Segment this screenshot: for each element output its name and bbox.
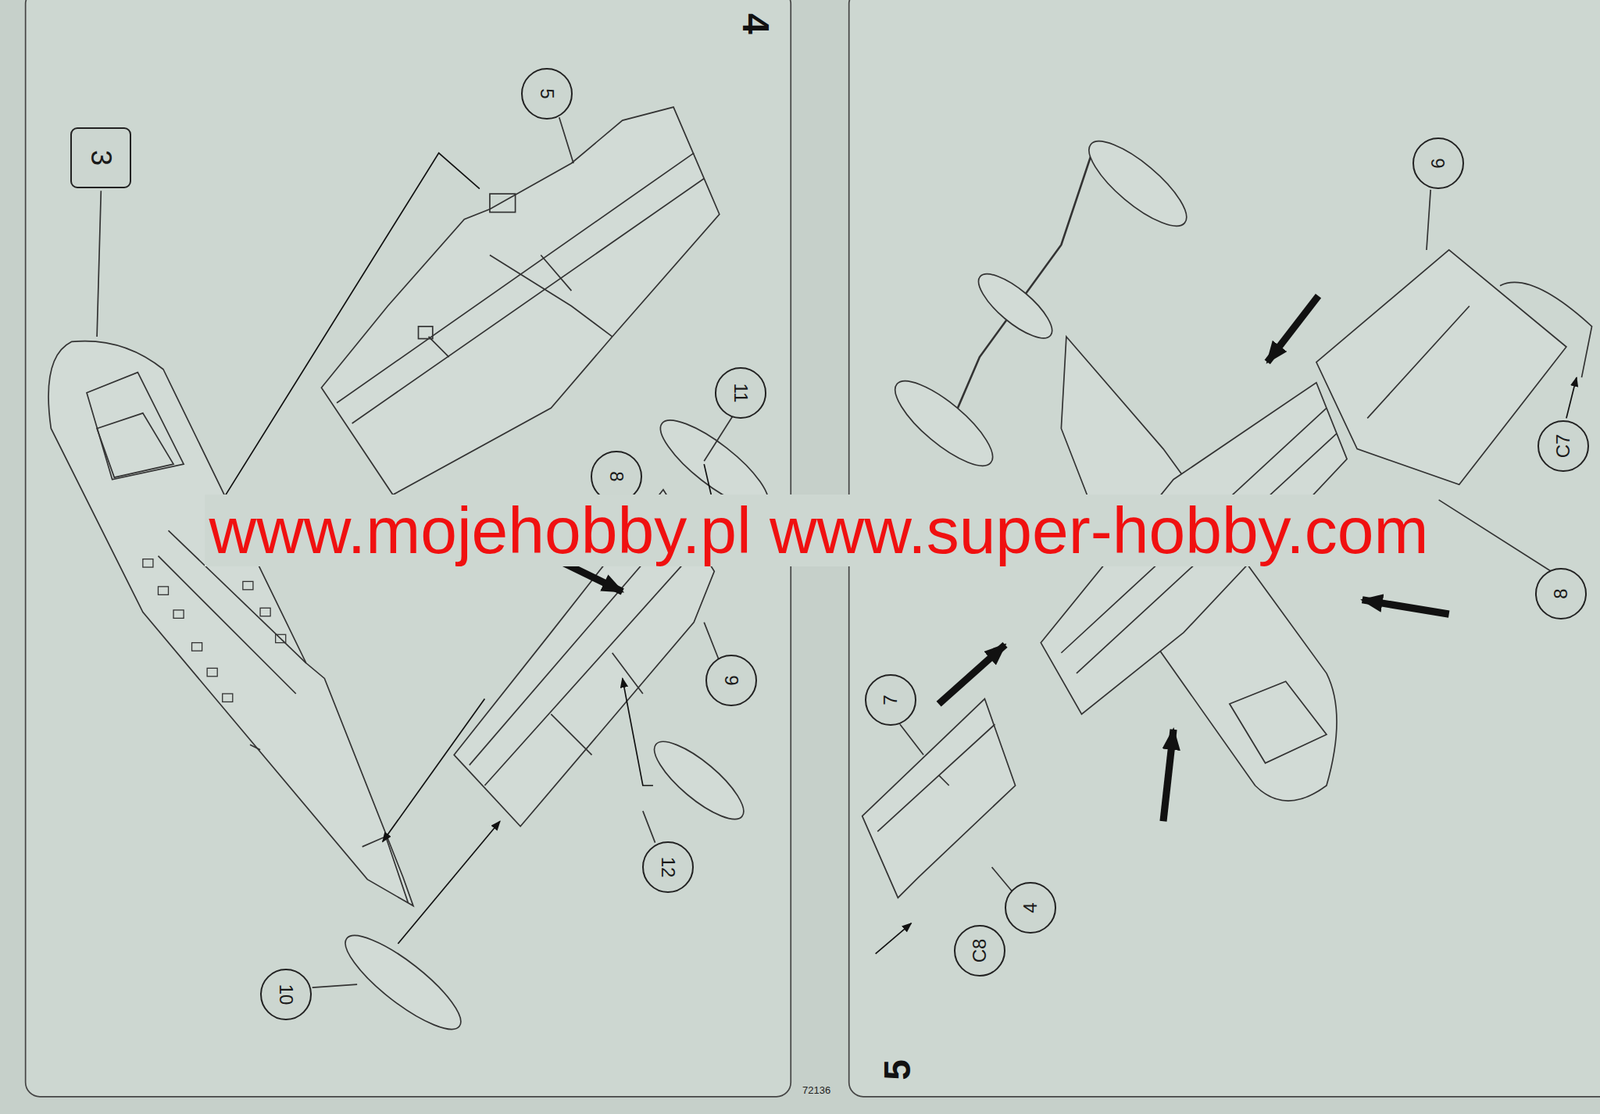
callout-number: 4 [1004,882,1057,934]
callout-text: C7 [1552,434,1575,459]
callout-text: 12 [657,857,679,879]
callout-text: 8 [605,471,628,482]
callout-text: C8 [968,939,991,964]
watermark: www.mojehobby.pl www.super-hobby.com [204,494,1434,567]
callout-number: 10 [260,968,312,1021]
callout-number: 5 [521,67,573,120]
callout-text: 7 [879,694,902,705]
callout-text: 9 [720,675,743,686]
callout-text: 11 [729,383,752,404]
callout-number: 12 [642,841,694,893]
callout-text: 3 [84,150,118,166]
callout-text: 6 [1427,157,1450,168]
callout-text: 4 [1019,902,1042,913]
callout-number: 6 [1412,137,1465,190]
callout-text: 5 [535,88,558,99]
step-number: 4 [733,13,775,35]
callout-number: 8 [1535,567,1587,620]
callout-number: C7 [1537,420,1590,472]
callout-number: 9 [705,654,758,707]
callout-text: 10 [275,984,297,1006]
callout-number: 11 [714,367,767,419]
callout-number: 7 [864,674,917,726]
step-reference-box: 3 [70,127,132,189]
callout-number: C8 [953,925,1006,977]
step-number: 5 [876,1059,918,1081]
page-code: 72136 [802,1085,831,1097]
callout-text: 8 [1550,588,1572,599]
